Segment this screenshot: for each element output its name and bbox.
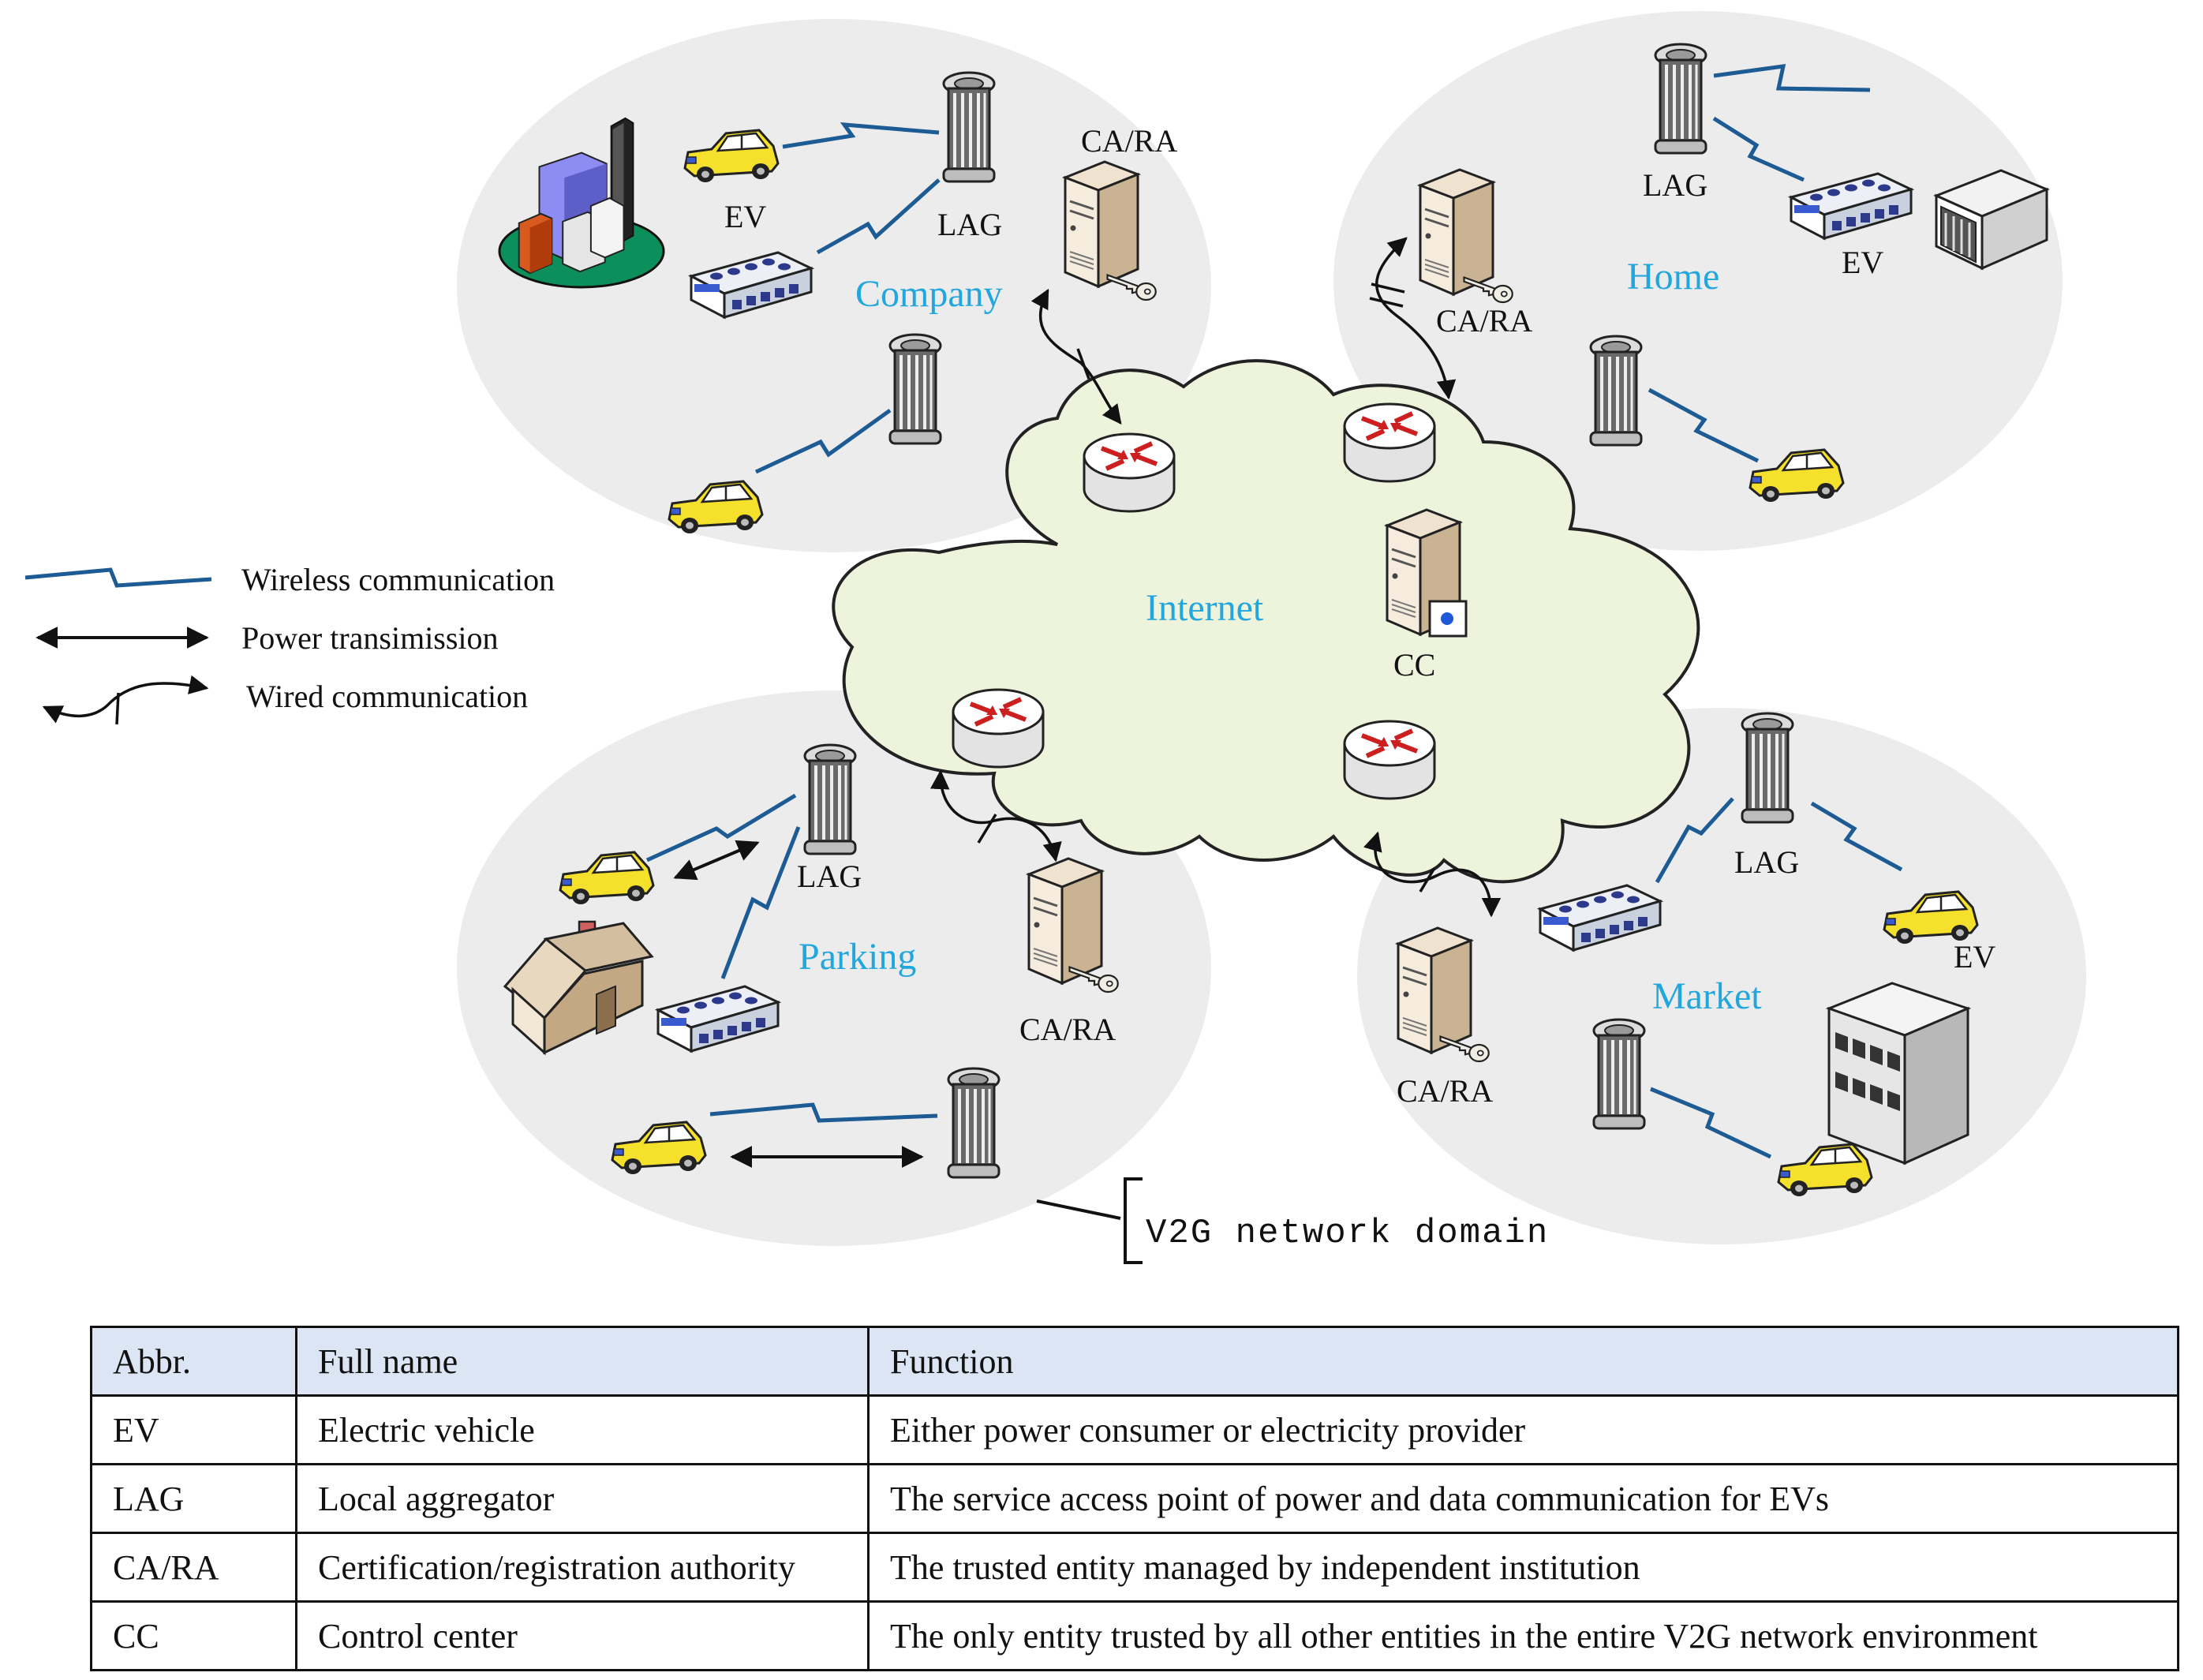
wired-link-tick — [1076, 348, 1090, 380]
parking-domain-label: Parking — [799, 936, 916, 978]
wireless-link — [1712, 116, 1805, 182]
wireless-link — [720, 826, 801, 979]
wired-link — [1363, 831, 1502, 918]
table-cell: Control center — [295, 1600, 870, 1671]
router-icon — [1345, 721, 1434, 799]
market-building-icon — [1827, 982, 1969, 1165]
legend-label: Wireless communication — [241, 562, 555, 597]
table-cell: Either power consumer or electricity pro… — [867, 1394, 2179, 1465]
market-cara-label: CA/RA — [1397, 1073, 1493, 1109]
wireless-link — [1810, 801, 1903, 872]
wireless-link — [754, 408, 892, 474]
router-icon — [953, 690, 1043, 767]
home-lag-label: LAG — [1643, 167, 1707, 203]
cc-label: CC — [1393, 647, 1435, 683]
legend-label: Wired communication — [246, 679, 528, 714]
legend: Wireless communication Power transimissi… — [24, 562, 555, 725]
lag-pillar-icon — [1592, 1018, 1646, 1130]
table-row: CA/RA Certification/registration authori… — [90, 1532, 2179, 1603]
internet-cloud — [832, 359, 1700, 884]
wired-link-icon-tick — [115, 692, 120, 725]
lag-pillar-icon — [942, 71, 996, 183]
ca-ra-server-icon — [1064, 160, 1139, 288]
table-cell: Electric vehicle — [295, 1394, 870, 1465]
domain-note-bracket — [1036, 1177, 1143, 1264]
home-domain — [1333, 11, 2063, 551]
company-cara-label: CA/RA — [1081, 123, 1177, 159]
table-cell: The service access point of power and da… — [867, 1463, 2179, 1534]
parking-lag-label: LAG — [797, 859, 862, 894]
table-cell: The only entity trusted by all other ent… — [867, 1600, 2179, 1671]
market-ev-label: EV — [1954, 939, 1995, 975]
table-cell: EV — [90, 1394, 297, 1465]
parking-cara-label: CA/RA — [1019, 1012, 1116, 1047]
table-row: LAG Local aggregator The service access … — [90, 1463, 2179, 1534]
internet-label: Internet — [1146, 587, 1264, 629]
wired-link-tick — [1419, 867, 1436, 892]
cc-badge-icon — [1428, 600, 1468, 638]
lag-pillar-icon — [803, 743, 857, 855]
column-header: Function — [867, 1326, 2179, 1397]
abbreviation-table: Abbr. Full name Function EV Electric veh… — [90, 1326, 2179, 1671]
wired-link — [1030, 288, 1122, 425]
table-row: CC Control center The only entity truste… — [90, 1600, 2179, 1671]
wired-link — [1375, 237, 1457, 400]
power-link — [673, 840, 760, 881]
wired-link — [929, 769, 1062, 862]
legend-label: Power transimission — [241, 620, 499, 656]
wireless-link — [1655, 797, 1734, 884]
wired-link-icon — [42, 675, 209, 724]
wireless-link — [709, 1102, 938, 1123]
ca-ra-server-icon — [1027, 857, 1103, 985]
lag-pillar-icon — [888, 333, 942, 445]
ca-ra-server-icon — [1397, 926, 1472, 1054]
wireless-link — [816, 178, 941, 255]
lag-pillar-icon — [1741, 712, 1794, 824]
wired-link-tick — [977, 814, 997, 844]
table-cell: CA/RA — [90, 1532, 297, 1603]
market-domain-label: Market — [1652, 975, 1762, 1017]
domain-note-label: V2G network domain — [1146, 1214, 1549, 1253]
router-icon — [1084, 434, 1174, 511]
wireless-bolt-icon — [24, 567, 212, 588]
column-header: Abbr. — [90, 1326, 297, 1397]
company-domain — [457, 19, 1211, 552]
company-domain-label: Company — [855, 273, 1003, 315]
company-ev-label: EV — [724, 199, 766, 234]
table-cell: LAG — [90, 1463, 297, 1534]
ca-ra-server-icon — [1419, 168, 1494, 296]
table-header-row: Abbr. Full name Function — [90, 1326, 2179, 1397]
table-cell: Certification/registration authority — [295, 1532, 870, 1603]
home-domain-label: Home — [1627, 256, 1719, 297]
v2g-network-diagram: EV LAG CA/RA Company LAG EV CA/RA Home I… — [24, 11, 2086, 1264]
wired-link-tick — [1369, 282, 1405, 308]
market-lag-label: LAG — [1734, 844, 1799, 880]
table-row: EV Electric vehicle Either power consume… — [90, 1394, 2179, 1465]
wireless-link — [782, 122, 940, 149]
lag-pillar-icon — [1654, 43, 1707, 155]
lag-pillar-icon — [947, 1067, 1001, 1179]
home-cara-label: CA/RA — [1436, 303, 1532, 339]
home-ev-label: EV — [1842, 245, 1883, 280]
table-cell: Local aggregator — [295, 1463, 870, 1534]
lag-pillar-icon — [1589, 335, 1643, 447]
column-header: Full name — [295, 1326, 870, 1397]
table-cell: The trusted entity managed by independen… — [867, 1532, 2179, 1603]
company-lag-label: LAG — [937, 207, 1002, 242]
wireless-link — [1650, 1087, 1772, 1159]
wireless-link — [1713, 64, 1871, 92]
router-icon — [1345, 404, 1434, 481]
wireless-link — [1648, 387, 1760, 463]
table-cell: CC — [90, 1600, 297, 1671]
